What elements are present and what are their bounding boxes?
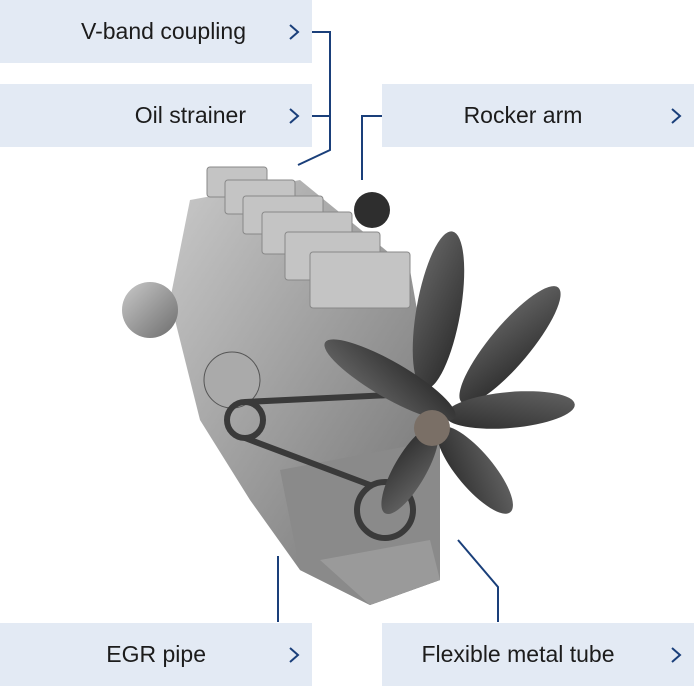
turbocharger [122, 282, 261, 409]
chevron-right-icon [289, 646, 300, 663]
chevron-right-icon [671, 107, 682, 124]
pulleys [224, 392, 416, 541]
chevron-right-icon [289, 107, 300, 124]
rocker-arm-housing [354, 192, 390, 228]
chevron-right-icon [289, 23, 300, 40]
callout-v-band-coupling[interactable]: V-band coupling [0, 0, 312, 63]
callout-flexible-metal-tube[interactable]: Flexible metal tube [382, 623, 694, 686]
callout-label: EGR pipe [106, 641, 206, 667]
callout-label: Flexible metal tube [421, 641, 615, 667]
callout-label: Rocker arm [463, 102, 583, 128]
leader-lines [277, 31, 499, 622]
callout-label: V-band coupling [81, 18, 246, 44]
callout-egr-pipe[interactable]: EGR pipe [0, 623, 312, 686]
callout-label: Oil strainer [134, 102, 246, 128]
fan [324, 231, 575, 515]
chevron-right-icon [671, 646, 682, 663]
callout-rocker-arm[interactable]: Rocker arm [382, 84, 694, 147]
callout-oil-strainer[interactable]: Oil strainer [0, 84, 312, 147]
valve-covers [206, 166, 411, 309]
